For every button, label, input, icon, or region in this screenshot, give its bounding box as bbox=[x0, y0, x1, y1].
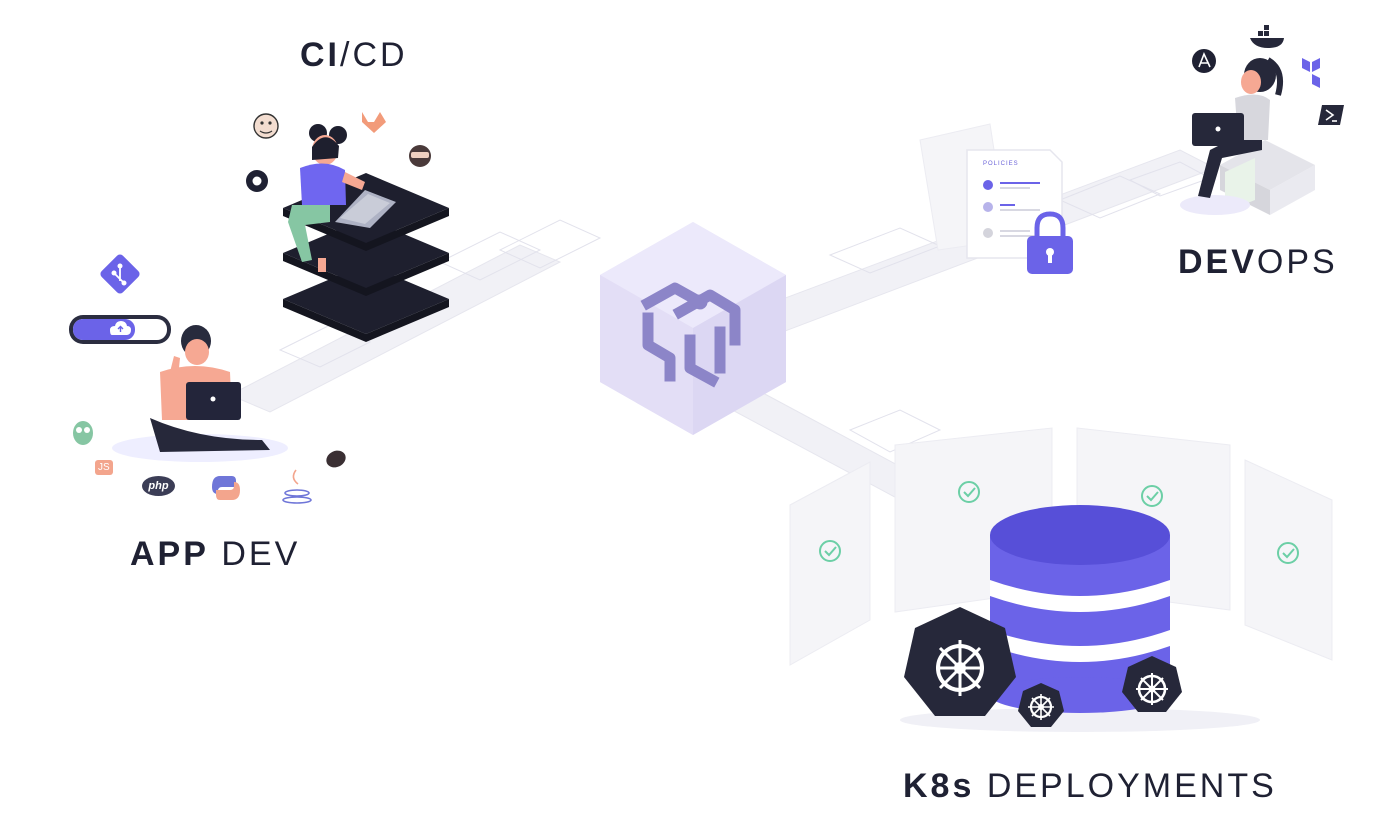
terminal-icon bbox=[1318, 105, 1344, 125]
java-icon bbox=[282, 469, 312, 504]
cube-logo-icon bbox=[640, 282, 741, 388]
k8s-deployments-heading: K8s DEPLOYMENTS bbox=[903, 767, 1277, 806]
python-icon bbox=[212, 476, 240, 500]
k8s-heading-strong: K8s bbox=[903, 767, 975, 805]
policies-label: POLICIES bbox=[983, 161, 1019, 167]
app-dev-person bbox=[150, 325, 270, 452]
kubernetes-icon bbox=[904, 607, 1016, 716]
gitlab-icon bbox=[362, 112, 386, 133]
app-dev-heading: APP DEV bbox=[130, 535, 300, 574]
jenkins-icon bbox=[253, 113, 279, 139]
cicd-heading-strong: CI bbox=[300, 36, 340, 74]
js-badge: JS bbox=[95, 460, 113, 475]
cicd-heading-light: /CD bbox=[340, 36, 408, 74]
rust-icon bbox=[326, 450, 346, 468]
kubernetes-icon-medium bbox=[1122, 656, 1182, 712]
cloud-upload-toggle-icon bbox=[69, 315, 171, 344]
masked-bot-icon bbox=[409, 145, 431, 167]
path-tiles bbox=[278, 161, 1212, 453]
app-dev-heading-light: DEV bbox=[208, 535, 301, 573]
cicd-heading: CI/CD bbox=[300, 36, 408, 75]
k8s-heading-light: DEPLOYMENTS bbox=[974, 767, 1277, 805]
docker-icon bbox=[1250, 25, 1284, 48]
devops-heading: DEVOPS bbox=[1178, 243, 1338, 282]
devops-heading-light: OPS bbox=[1256, 243, 1338, 281]
ansible-icon bbox=[1192, 49, 1216, 73]
check-circle-icons bbox=[819, 481, 1299, 564]
devops-heading-strong: DEV bbox=[1178, 243, 1257, 281]
lock-icon bbox=[1027, 211, 1073, 274]
center-cube bbox=[600, 222, 786, 435]
terraform-icon bbox=[1302, 58, 1320, 88]
circleci-icon bbox=[246, 170, 268, 192]
git-icon bbox=[100, 254, 140, 294]
cicd-person bbox=[288, 124, 396, 272]
php-badge: php bbox=[142, 476, 175, 496]
app-dev-heading-strong: APP bbox=[130, 535, 209, 573]
kubernetes-icon-small bbox=[1018, 683, 1064, 727]
owl-icon bbox=[73, 421, 93, 445]
devops-person bbox=[1180, 57, 1283, 215]
